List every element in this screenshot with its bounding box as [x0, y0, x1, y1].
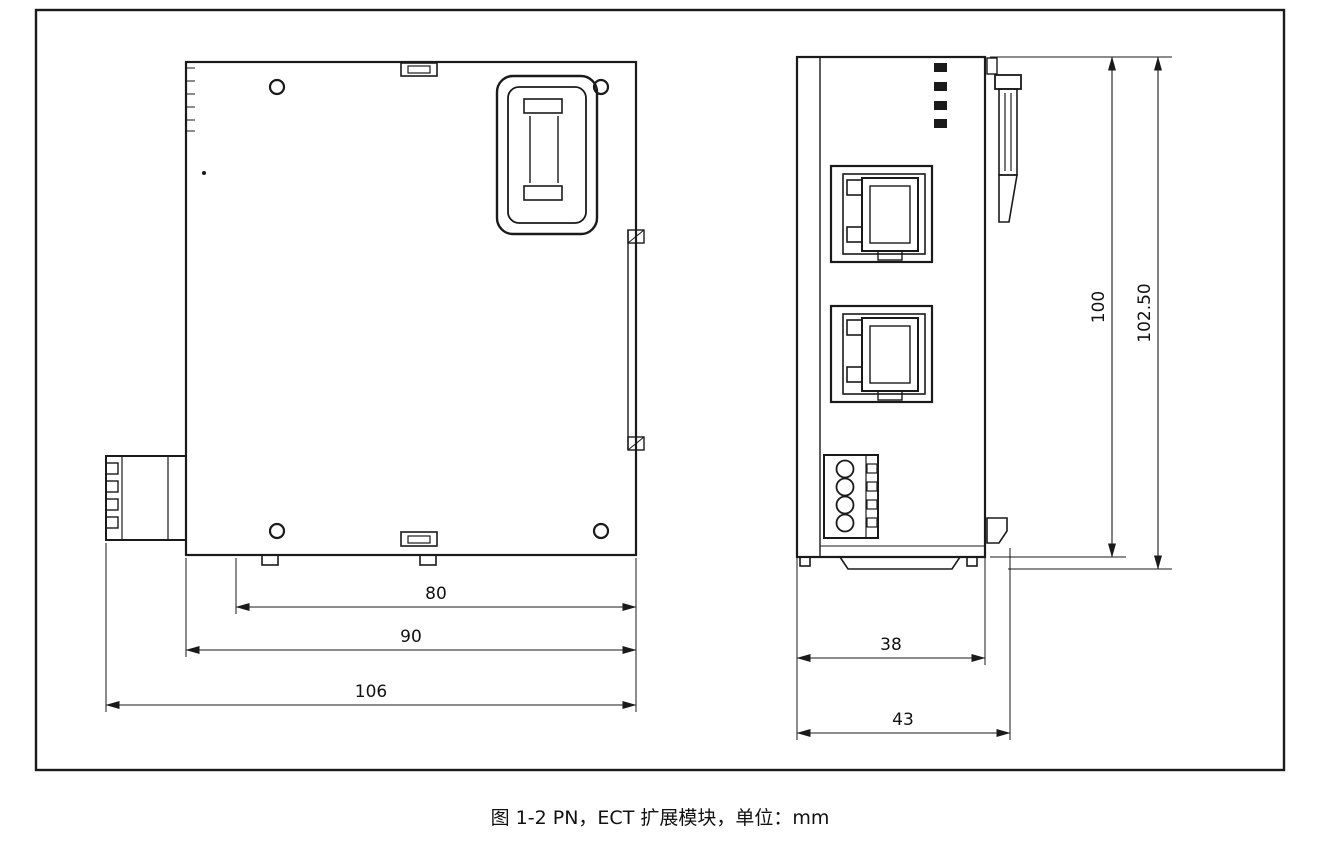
figure-caption: 图 1-2 PN，ECT 扩展模块，单位：mm	[491, 807, 830, 829]
din-clip-top	[986, 57, 1022, 223]
front-view	[795, 55, 1022, 570]
ethernet-port-1	[829, 164, 934, 264]
din-rail-slider	[627, 229, 645, 451]
dimensions-front-view-vertical: 100 102.50	[990, 56, 1172, 570]
side-body-outline	[184, 60, 638, 557]
front-foot-right	[966, 556, 978, 567]
side-view	[105, 60, 645, 566]
bottom-latch	[400, 531, 438, 547]
screw-hole-top-right	[592, 78, 610, 96]
drawing-frame	[34, 8, 1286, 772]
ethernet-port-2	[829, 304, 934, 404]
dimension-label-38: 38	[880, 635, 902, 655]
dimensions-front-view-horizontal: 38 43	[796, 548, 1011, 740]
led-indicators	[934, 63, 947, 128]
screw-hole-bottom-right	[592, 522, 610, 540]
front-foot-left	[799, 556, 811, 567]
dimension-label-106: 106	[355, 682, 387, 702]
dimension-label-100: 100	[1089, 291, 1109, 323]
front-terminal-block	[823, 454, 879, 539]
dimension-label-90: 90	[400, 627, 422, 647]
side-terminal-block	[105, 455, 187, 541]
dimensions-side-view: 80 90 106	[105, 543, 637, 712]
bottom-flange	[838, 556, 962, 570]
screw-hole-top-left	[268, 78, 286, 96]
dimension-label-43: 43	[892, 710, 914, 730]
top-latch	[400, 62, 438, 77]
foot-right	[419, 554, 437, 566]
screw-hole-bottom-left	[268, 522, 286, 540]
bus-connector	[495, 74, 599, 236]
foot-left	[261, 554, 279, 566]
dimension-label-80: 80	[425, 584, 447, 604]
vent-slots	[186, 67, 195, 132]
reference-dot	[202, 171, 206, 175]
dimension-label-102-50: 102.50	[1135, 283, 1155, 342]
din-clip-bottom	[986, 517, 1008, 544]
